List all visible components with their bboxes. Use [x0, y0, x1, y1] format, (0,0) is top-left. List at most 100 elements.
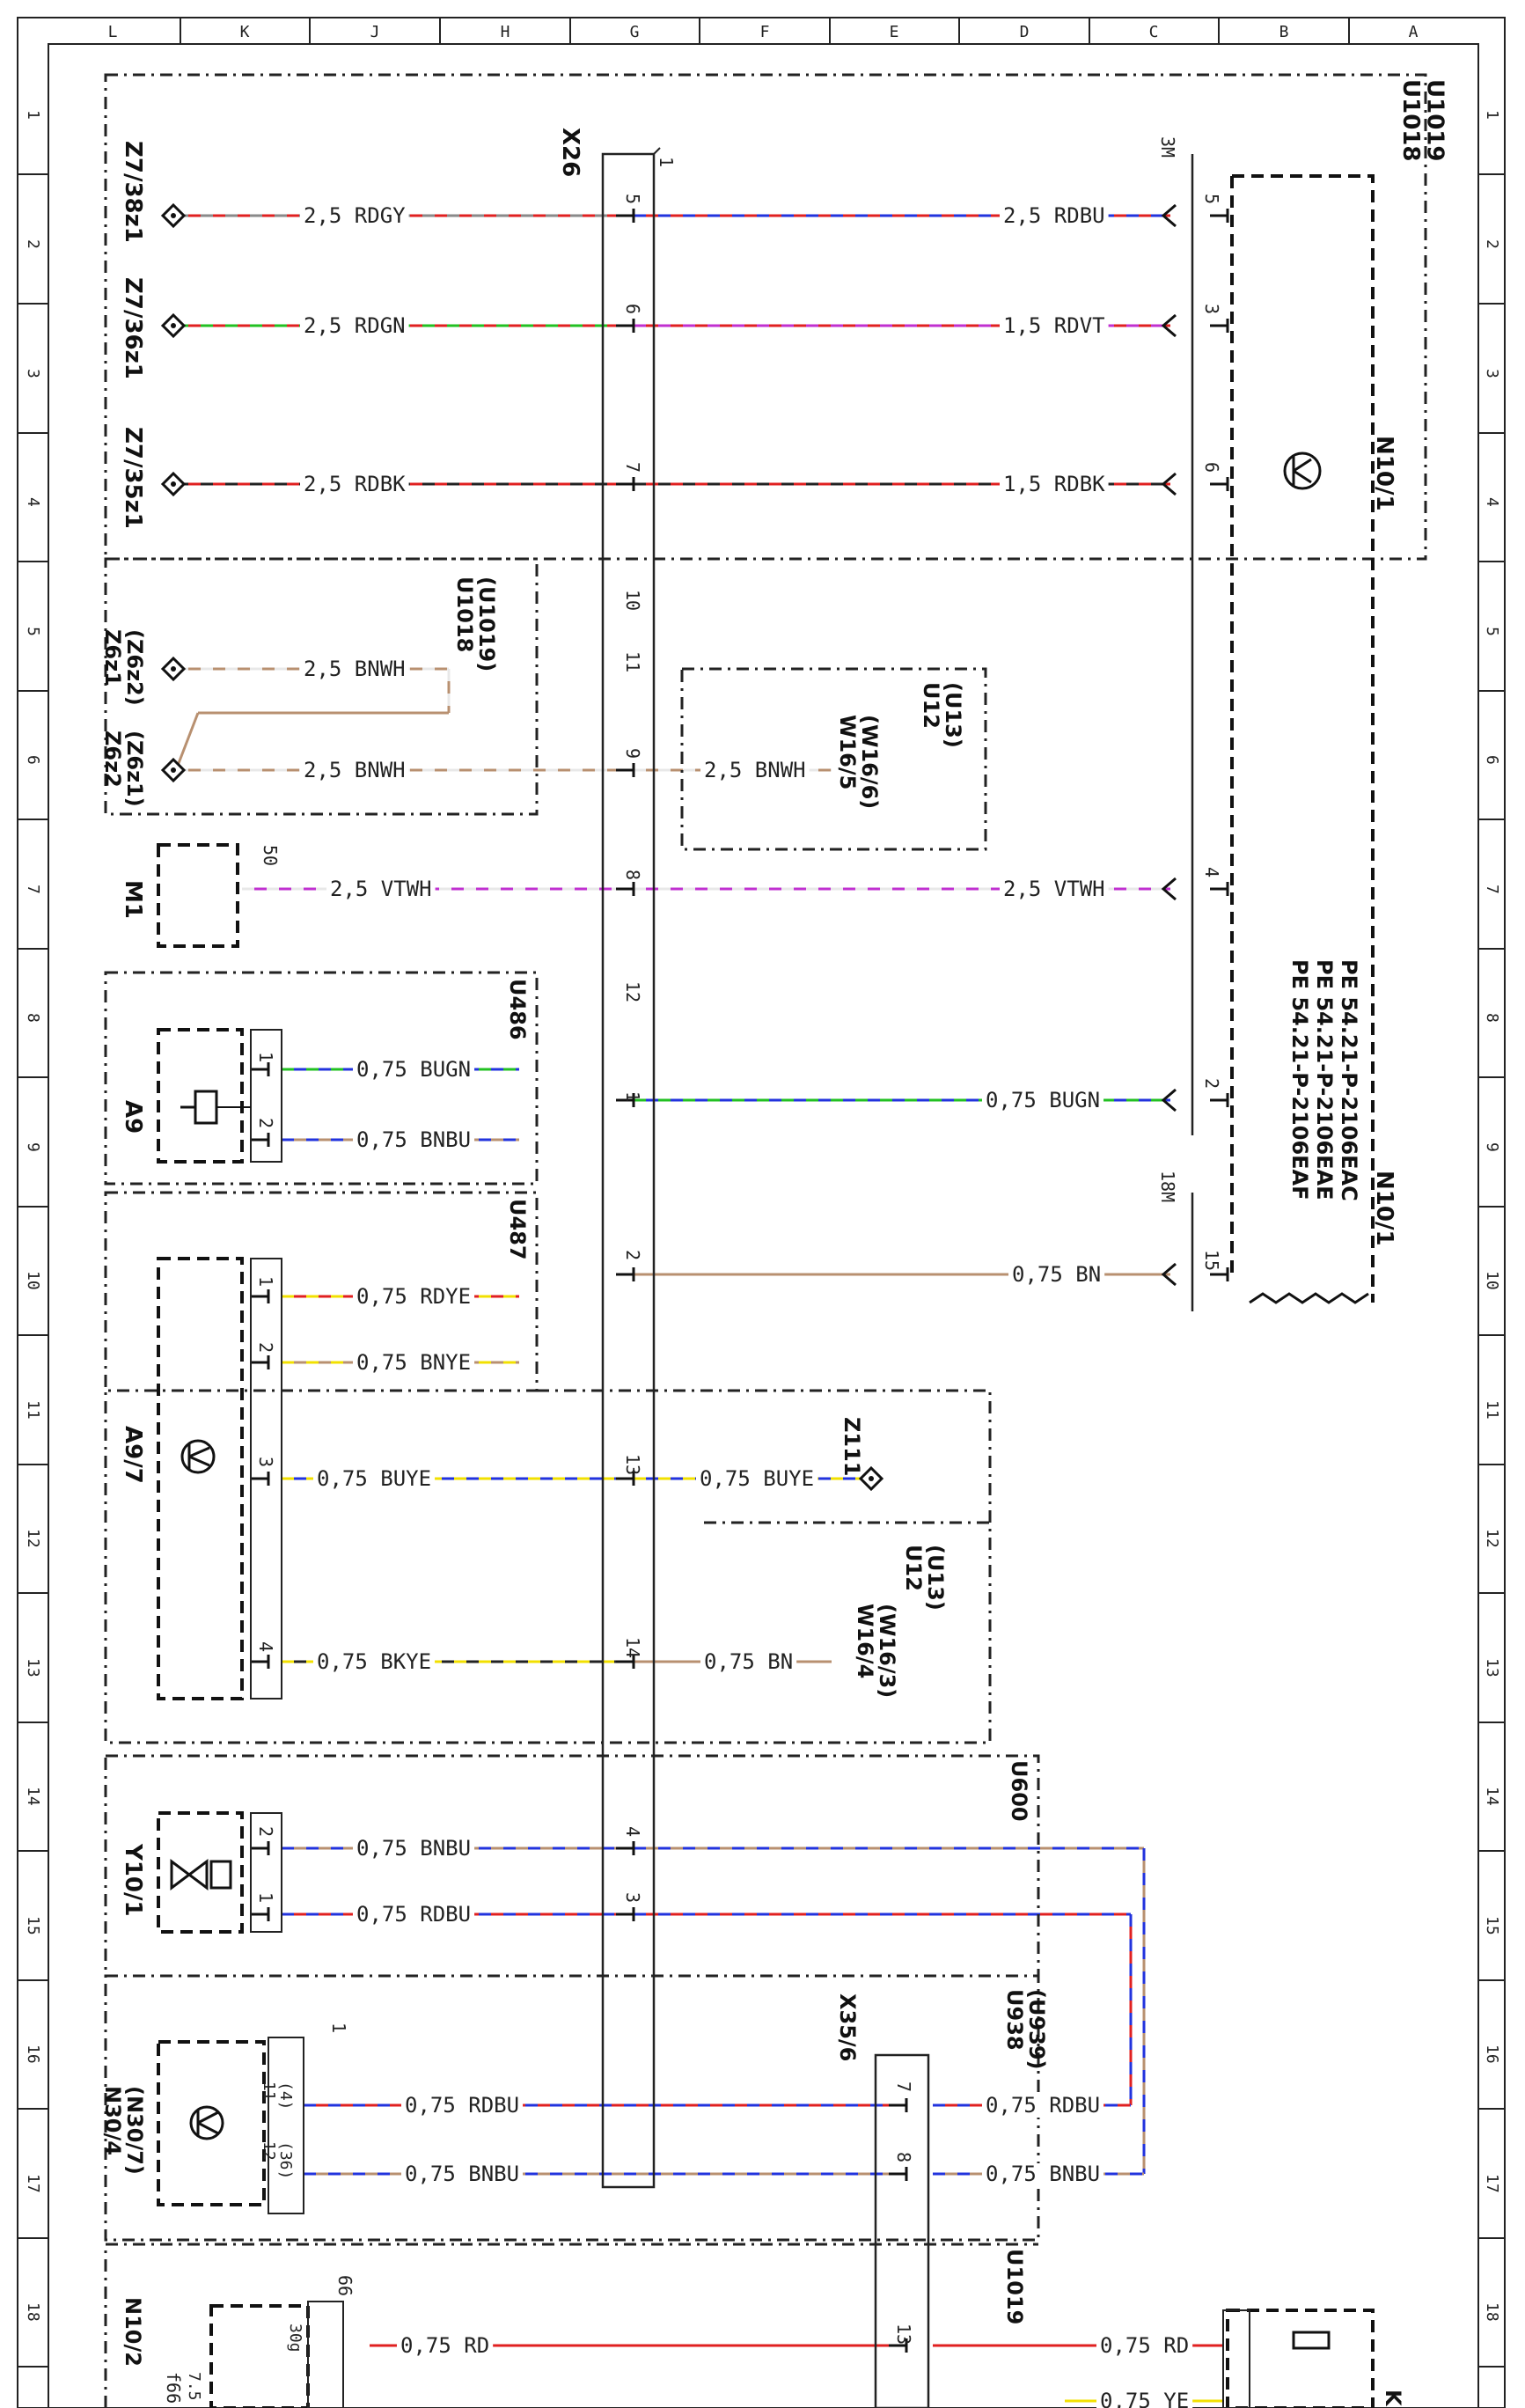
label-3m: 3M: [1157, 136, 1178, 158]
pin-number: 6: [622, 304, 643, 314]
label-k: K: [1381, 2390, 1405, 2407]
wire-label: 0,75 BUGN: [986, 1088, 1100, 1112]
pin-number: 4: [1201, 867, 1222, 877]
wire-label: 2,5 RDGN: [304, 313, 406, 338]
row-label: 15: [1483, 1916, 1501, 1935]
label-a9-7: A9/7: [120, 1426, 146, 1484]
row-label: 5: [1483, 627, 1501, 636]
label-u600: U600: [1007, 1760, 1031, 1822]
row-label: 8: [24, 1013, 42, 1023]
label-n10-2: N10/2: [121, 2297, 145, 2367]
relay-icon: [180, 1090, 251, 1125]
valve-icon: [170, 1859, 232, 1890]
label-pin-66: 66: [334, 2275, 356, 2296]
pin-number: 3: [622, 1892, 643, 1903]
wire-label: 2,5 RDGY: [304, 203, 406, 228]
control-unit-icon: [189, 2105, 224, 2140]
label-z6z2: Z6z2(Z6z1): [100, 730, 147, 807]
row-label: 3: [1483, 369, 1501, 378]
pin-number: 1: [255, 1052, 276, 1062]
label-z6z1: Z6z1(Z6z2): [100, 629, 147, 706]
wire-label: 0,75 RDBU: [356, 1902, 471, 1927]
row-label: 7: [24, 885, 42, 894]
col-label: F: [760, 23, 770, 41]
pin-number: 14: [622, 1637, 643, 1658]
wire-label: 0,75 RDBU: [986, 2093, 1100, 2118]
column-header: L K J H G F E D C B A: [48, 18, 1478, 45]
row-label: 15: [24, 1916, 42, 1935]
label-n10-1-top: N10/1: [1371, 436, 1397, 511]
col-label: B: [1279, 23, 1289, 41]
area-u486: [104, 971, 539, 1186]
wire-label: 0,75 BNBU: [356, 1127, 471, 1152]
row-label: 11: [24, 1400, 42, 1420]
col-label: A: [1409, 23, 1419, 41]
label-u486: U486: [505, 979, 530, 1040]
row-label: 6: [1483, 755, 1501, 765]
label-x26: X26: [557, 128, 583, 177]
label-pe-1: PE 54.21-P-2106EAC: [1337, 959, 1361, 1201]
row-label: 10: [24, 1271, 42, 1290]
wire-label: 0,75 BN: [1012, 1262, 1101, 1287]
label-z7-36z1: Z7/36z1: [120, 277, 146, 379]
processor-icon: [1283, 452, 1322, 490]
wire-label: 0,75 BNBU: [986, 2162, 1100, 2186]
row-label: 16: [24, 2045, 42, 2064]
area-u12-top: [680, 667, 987, 851]
label-n10-1-bottom: N10/1: [1371, 1171, 1397, 1246]
pin-number: 10: [622, 590, 643, 611]
wire-label: 0,75 BUYE: [317, 1466, 431, 1491]
wire-label: 0,75 BNBU: [356, 1836, 471, 1861]
wires: [160, 202, 1229, 2403]
label-u12-top: U12(U13): [919, 682, 965, 748]
row-label: 12: [1483, 1529, 1501, 1548]
pin-number: 4: [622, 1826, 643, 1837]
label-pe-2: PE 54.21-P-2106EAE: [1312, 959, 1337, 1200]
col-label: D: [1020, 23, 1030, 41]
wire-label: 2,5 BNWH: [704, 758, 806, 782]
row-label: 2: [24, 239, 42, 249]
label-n30-pin1: 1: [328, 2023, 349, 2033]
pin-number: 1: [622, 1091, 643, 1102]
pin-number: 9: [622, 748, 643, 759]
label-pe-3: PE 54.21-P-2106EAF: [1287, 959, 1312, 1200]
outer-frame: [17, 17, 1506, 2408]
wire-label: 2,5 VTWH: [1003, 877, 1105, 901]
pin-number: 7: [622, 462, 643, 473]
label-a9: A9: [120, 1100, 146, 1134]
label-x35-6: X35/6: [835, 1993, 860, 2061]
pin-number: 13: [622, 1454, 643, 1475]
pin-number: 1: [255, 1276, 276, 1287]
wire-label: 0,75 BUGN: [356, 1057, 471, 1082]
area-u487-ext: [104, 1389, 992, 1744]
col-label: L: [108, 23, 118, 41]
a9-box: [157, 1028, 244, 1164]
col-label: G: [630, 23, 640, 41]
pin-number: 4: [255, 1641, 276, 1652]
area-u938: [104, 1974, 1040, 2242]
wire-label: 1,5 RDVT: [1003, 313, 1105, 338]
fuse-icon: [1292, 2331, 1331, 2350]
label-u12-bot: U12(U13): [901, 1545, 948, 1611]
wire-label: 2,5 RDBK: [304, 472, 406, 496]
wire-label: 0,75 RDYE: [356, 1284, 471, 1309]
row-label: 14: [1483, 1787, 1501, 1806]
label-u1018-mid: U1018(U1019): [452, 576, 499, 672]
wire-label: 0,75 BN: [704, 1649, 793, 1674]
row-label: 16: [1483, 2045, 1501, 2064]
pin-number: 15: [1201, 1250, 1222, 1271]
n10-2-box: [209, 2304, 310, 2408]
label-n10-2-sub: f66: [163, 2372, 184, 2404]
row-label: 18: [1483, 2302, 1501, 2322]
pin-number: 3: [255, 1457, 276, 1467]
wire-label: 2,5 BNWH: [304, 657, 406, 681]
wire-label: 0,75 RD: [400, 2333, 489, 2358]
label-pin-30g: 30g: [286, 2324, 304, 2353]
pin-number: 13: [893, 2324, 914, 2345]
row-label: 2: [1483, 239, 1501, 249]
label-u938: U938(U939): [1002, 1989, 1049, 2070]
label-z7-35z1: Z7/35z1: [120, 427, 146, 529]
wire-label: 0,75 BNYE: [356, 1350, 471, 1375]
